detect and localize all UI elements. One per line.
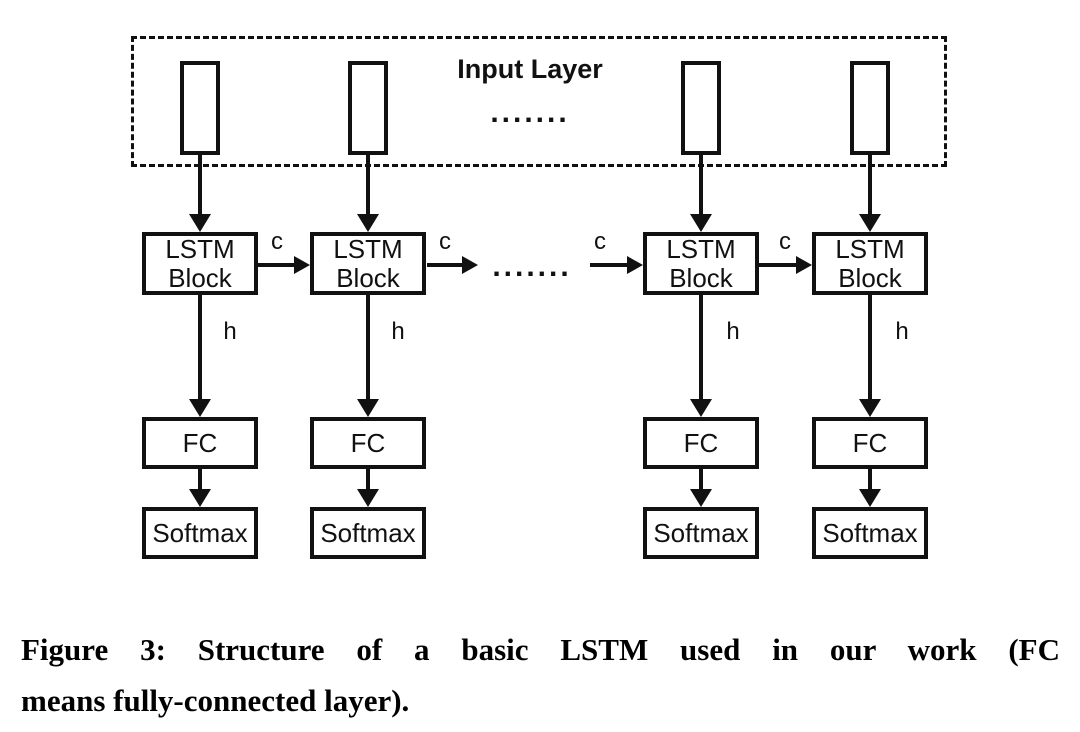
arrowhead-input-lstm-4	[859, 214, 881, 232]
softmax-box-2: Softmax	[310, 507, 426, 559]
arrow-c-4	[757, 263, 797, 267]
fc-box-1-label: FC	[182, 427, 218, 458]
arrowhead-lstm-fc-3	[690, 399, 712, 417]
fc-box-1: FC	[142, 417, 258, 469]
arrowhead-c-2	[462, 256, 478, 274]
lstm-block-4: LSTM Block	[812, 232, 928, 295]
arrow-fc-softmax-4	[868, 467, 872, 493]
input-layer-ellipsis: .......	[490, 96, 570, 129]
lstm-block-3-label-line2: Block	[669, 262, 733, 293]
arrow-input-lstm-2	[366, 153, 370, 217]
lstm-block-1-label-line2: Block	[168, 262, 232, 293]
arrow-fc-softmax-2	[366, 467, 370, 493]
lstm-block-4-label-line2: Block	[838, 262, 902, 293]
lstm-block-2: LSTM Block	[310, 232, 426, 295]
arrowhead-input-lstm-1	[189, 214, 211, 232]
c-label-2: c	[439, 228, 451, 255]
h-label-4: h	[895, 318, 909, 345]
lstm-block-3-label-line1: LSTM	[666, 233, 736, 264]
arrow-lstm-fc-4	[868, 293, 872, 403]
arrowhead-fc-softmax-3	[690, 489, 712, 507]
arrowhead-lstm-fc-2	[357, 399, 379, 417]
lstm-block-4-label-line1: LSTM	[835, 233, 905, 264]
arrow-c-3	[590, 263, 628, 267]
lstm-block-3: LSTM Block	[643, 232, 759, 295]
arrow-c-1	[258, 263, 296, 267]
figure-caption: Figure 3: Structure of a basic LSTM used…	[21, 624, 1060, 726]
c-label-4: c	[779, 228, 791, 255]
fc-box-3: FC	[643, 417, 759, 469]
figure-caption-line2: means fully-connected layer).	[21, 683, 410, 718]
softmax-box-3: Softmax	[643, 507, 759, 559]
input-box-4	[850, 61, 890, 155]
fc-box-4-label: FC	[852, 427, 888, 458]
h-label-2: h	[391, 318, 405, 345]
lstm-block-1-label-line1: LSTM	[165, 233, 235, 264]
input-layer-frame	[131, 36, 947, 167]
arrow-input-lstm-1	[198, 153, 202, 217]
softmax-box-4-label: Softmax	[822, 517, 918, 548]
h-label-1: h	[223, 318, 237, 345]
h-label-3: h	[726, 318, 740, 345]
input-box-3	[681, 61, 721, 155]
softmax-box-1-label: Softmax	[152, 517, 248, 548]
fc-box-3-label: FC	[683, 427, 719, 458]
arrow-c-2	[427, 263, 463, 267]
lstm-block-2-label-line2: Block	[336, 262, 400, 293]
lstm-block-2-label-line1: LSTM	[333, 233, 403, 264]
arrowhead-c-1	[294, 256, 310, 274]
arrow-input-lstm-4	[868, 153, 872, 217]
input-layer-label: Input Layer	[457, 54, 603, 84]
arrowhead-c-4	[796, 256, 812, 274]
fc-box-2: FC	[310, 417, 426, 469]
input-box-1	[180, 61, 220, 155]
softmax-box-3-label: Softmax	[653, 517, 749, 548]
softmax-box-4: Softmax	[812, 507, 928, 559]
softmax-box-1: Softmax	[142, 507, 258, 559]
c-label-1: c	[271, 228, 283, 255]
arrowhead-lstm-fc-4	[859, 399, 881, 417]
c-label-3: c	[594, 228, 606, 255]
arrow-input-lstm-3	[699, 153, 703, 217]
arrow-lstm-fc-2	[366, 293, 370, 403]
arrow-lstm-fc-1	[198, 293, 202, 403]
arrowhead-c-3	[627, 256, 643, 274]
arrow-lstm-fc-3	[699, 293, 703, 403]
arrow-fc-softmax-3	[699, 467, 703, 493]
arrowhead-fc-softmax-1	[189, 489, 211, 507]
arrowhead-fc-softmax-2	[357, 489, 379, 507]
arrowhead-lstm-fc-1	[189, 399, 211, 417]
lstm-block-1: LSTM Block	[142, 232, 258, 295]
softmax-box-2-label: Softmax	[320, 517, 416, 548]
input-box-2	[348, 61, 388, 155]
arrowhead-fc-softmax-4	[859, 489, 881, 507]
arrowhead-input-lstm-2	[357, 214, 379, 232]
figure-caption-line1: Figure 3: Structure of a basic LSTM used…	[21, 632, 1060, 667]
arrow-fc-softmax-1	[198, 467, 202, 493]
fc-box-2-label: FC	[350, 427, 386, 458]
lstm-chain-ellipsis: .......	[492, 250, 572, 283]
arrowhead-input-lstm-3	[690, 214, 712, 232]
fc-box-4: FC	[812, 417, 928, 469]
